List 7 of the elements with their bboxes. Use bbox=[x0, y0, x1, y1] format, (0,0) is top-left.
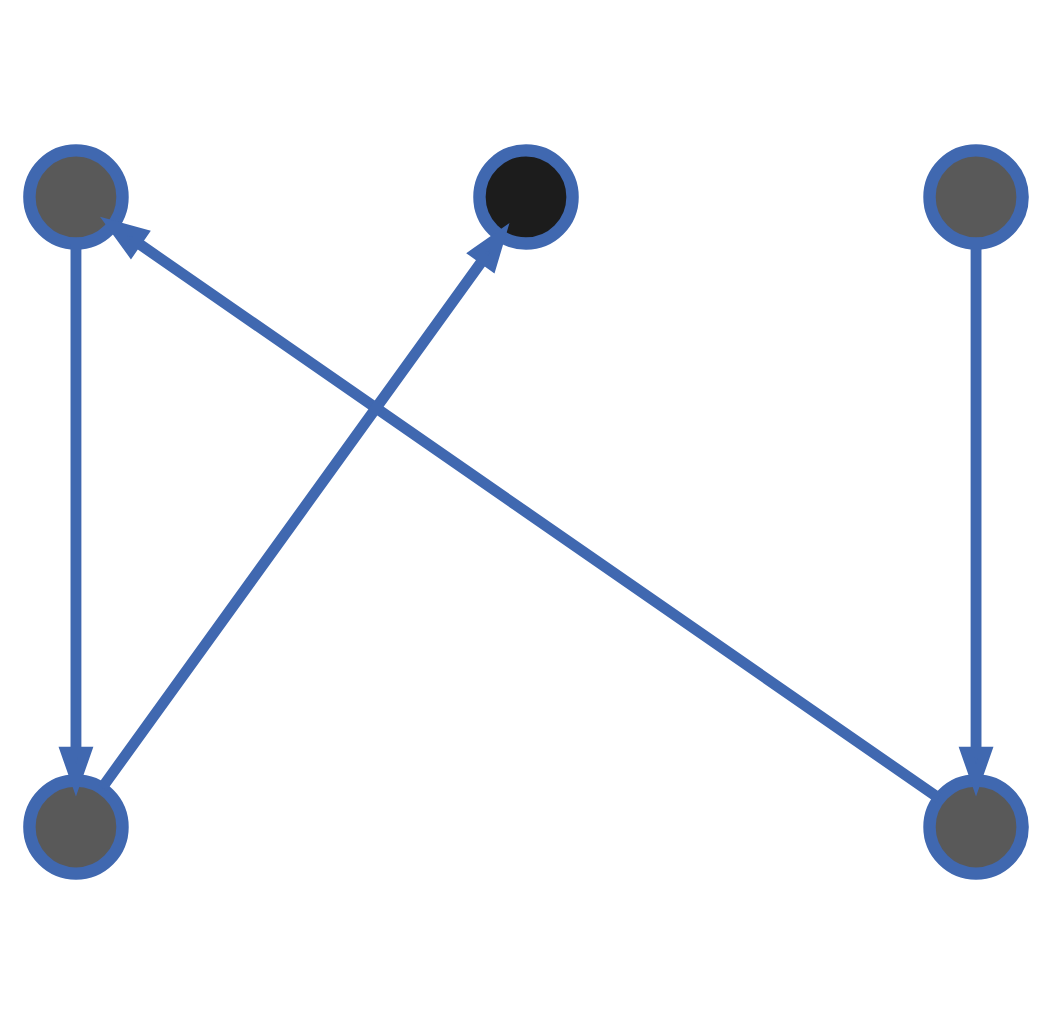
arrow bbox=[99, 215, 942, 802]
node-circle bbox=[23, 773, 129, 879]
node-circle bbox=[23, 143, 129, 249]
node-circle bbox=[923, 773, 1029, 879]
node-circle bbox=[473, 143, 579, 249]
arrow bbox=[97, 222, 510, 790]
node-circle bbox=[923, 143, 1029, 249]
